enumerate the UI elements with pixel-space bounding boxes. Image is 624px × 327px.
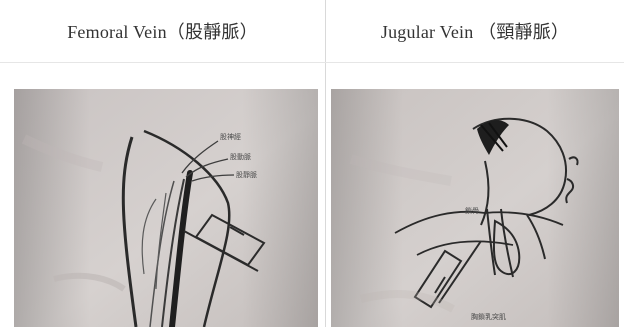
label-femoral-artery: 股動脈	[230, 152, 251, 161]
label-clavicle: 鎖骨	[465, 206, 479, 215]
jugular-vein-illustration: 鎖骨 胸鎖乳突肌	[331, 89, 619, 327]
header-text-femoral-vein: Femoral Vein（股靜脈）	[67, 18, 258, 44]
femoral-vein-photo: 股神經 股動脈 股靜脈	[14, 89, 318, 327]
table-header-femoral-vein: Femoral Vein（股靜脈）	[0, 0, 325, 62]
jugular-vein-photo: 鎖骨 胸鎖乳突肌	[331, 89, 619, 327]
label-femoral-vein: 股靜脈	[236, 170, 257, 179]
table-header-divider	[0, 62, 624, 63]
table-header-jugular-vein: Jugular Vein （頸靜脈）	[326, 0, 624, 62]
femoral-vein-illustration: 股神經 股動脈 股靜脈	[14, 89, 318, 327]
label-femoral-nerve: 股神經	[220, 132, 241, 141]
header-text-jugular-vein: Jugular Vein （頸靜脈）	[381, 18, 569, 44]
label-sternocleidomastoid: 胸鎖乳突肌	[471, 312, 506, 321]
